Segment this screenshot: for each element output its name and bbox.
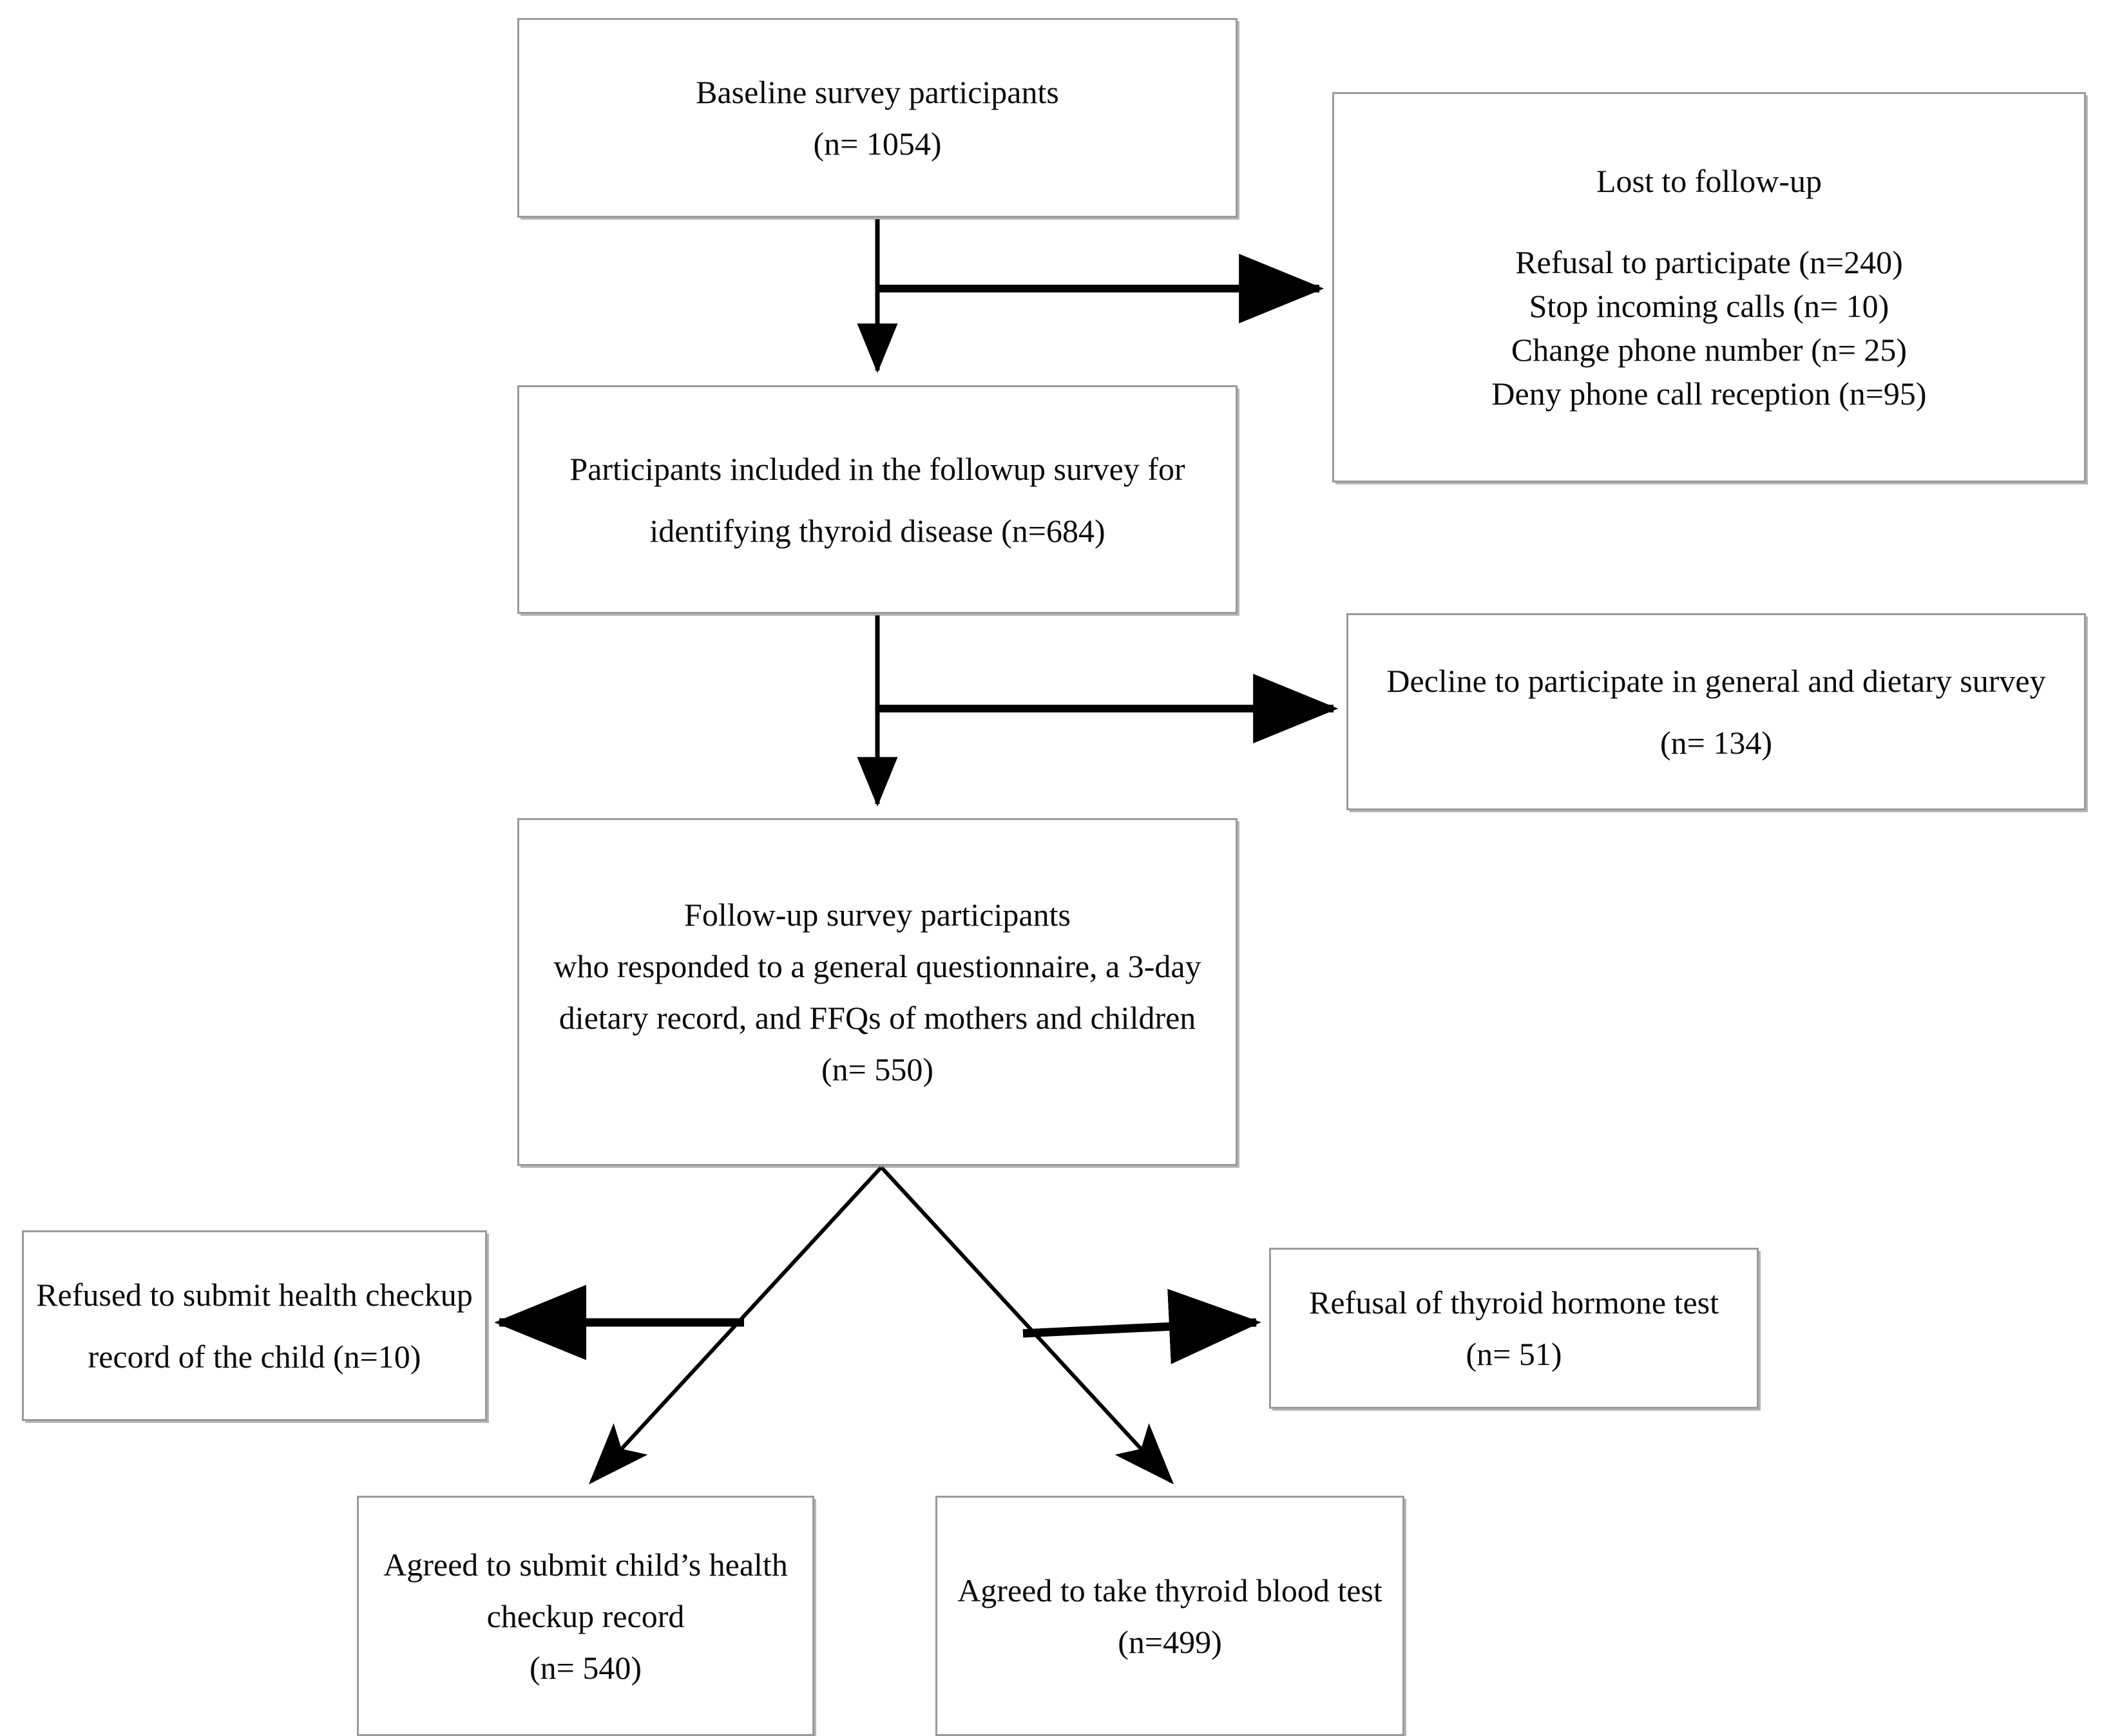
node-baseline-survey-participants[interactable]: Baseline survey participants (n= 1054) [517, 18, 1238, 218]
included-line-1: Participants included in the followup su… [569, 450, 1185, 487]
agreed-blood-count: (n=499) [1118, 1623, 1222, 1660]
connector-followup-to-agreed-blood [879, 1165, 1174, 1485]
lost-reason-stop-calls: Stop incoming calls (n= 10) [1529, 288, 1889, 324]
node-participants-included-followup[interactable]: Participants included in the followup su… [517, 385, 1238, 614]
agreed-checkup-line-2: checkup record [486, 1598, 685, 1634]
followup-line-2: who responded to a general questionnaire… [553, 948, 1201, 984]
lost-reason-change-number: Change phone number (n= 25) [1511, 332, 1907, 368]
followup-line-3: dietary record, and FFQs of mothers and … [559, 1000, 1196, 1036]
lost-reason-refusal: Refusal to participate (n=240) [1515, 244, 1903, 280]
node-agreed-submit-child-health-checkup[interactable]: Agreed to submit child’s health checkup … [357, 1496, 814, 1736]
connector-followup-to-refusal-thyroid [1022, 1288, 1261, 1364]
lost-title: Lost to follow-up [1596, 163, 1822, 199]
node-lost-to-follow-up[interactable]: Lost to follow-up Refusal to participate… [1332, 92, 2086, 482]
agreed-checkup-line-1: Agreed to submit child’s health [383, 1546, 788, 1583]
node-decline-general-dietary-survey[interactable]: Decline to participate in general and di… [1346, 613, 2086, 810]
refusal-thyroid-count: (n= 51) [1466, 1336, 1562, 1372]
followup-count: (n= 550) [821, 1051, 933, 1087]
node-refusal-thyroid-hormone-test[interactable]: Refusal of thyroid hormone test (n= 51) [1269, 1248, 1759, 1409]
followup-title: Follow-up survey participants [684, 897, 1071, 933]
refusal-thyroid-line-1: Refusal of thyroid hormone test [1309, 1284, 1719, 1321]
node-follow-up-survey-participants[interactable]: Follow-up survey participants who respon… [517, 818, 1238, 1166]
connector-followup-to-agreed-checkup [588, 1165, 883, 1485]
baseline-count: (n= 1054) [813, 126, 942, 162]
agreed-blood-line-1: Agreed to take thyroid blood test [957, 1572, 1382, 1608]
node-refused-health-checkup-record[interactable]: Refused to submit health checkup record … [22, 1230, 487, 1421]
decline-line-1: Decline to participate in general and di… [1386, 663, 2046, 699]
refused-checkup-line-2: record of the child (n=10) [88, 1339, 421, 1375]
baseline-title: Baseline survey participants [696, 74, 1059, 110]
node-agreed-thyroid-blood-test[interactable]: Agreed to take thyroid blood test (n=499… [935, 1496, 1404, 1736]
refused-checkup-line-1: Refused to submit health checkup [36, 1277, 473, 1313]
lost-reason-deny-reception: Deny phone call reception (n=95) [1491, 376, 1927, 412]
included-line-2: identifying thyroid disease (n=684) [649, 512, 1105, 549]
agreed-checkup-count: (n= 540) [530, 1649, 642, 1686]
decline-count: (n= 134) [1660, 725, 1772, 761]
